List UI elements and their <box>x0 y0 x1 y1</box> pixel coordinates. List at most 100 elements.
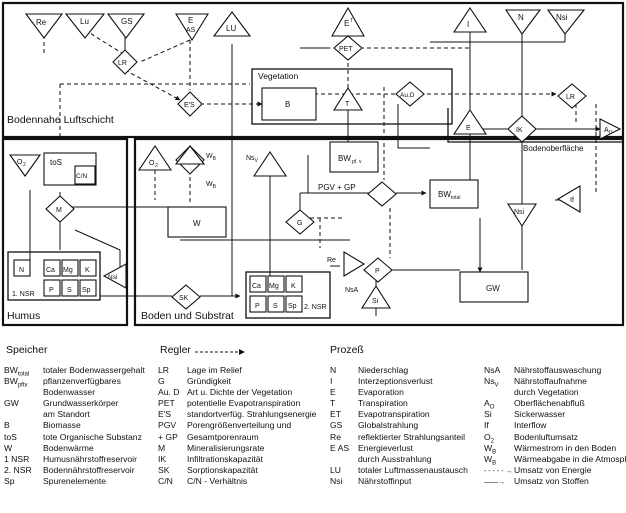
vegetation-frame <box>251 68 453 125</box>
svg-text:Ca: Ca <box>46 267 55 274</box>
aud-diamond: Au.D <box>395 81 425 107</box>
wb-up-triangle <box>174 145 206 165</box>
gw-storage: GW <box>459 271 529 303</box>
svg-text:2. NSR: 2. NSR <box>304 304 327 311</box>
svg-text:GS: GS <box>121 17 133 26</box>
svg-text:E: E <box>344 19 349 28</box>
atmosphere-frame <box>1 1 625 139</box>
svg-text:2: 2 <box>23 162 26 168</box>
legend-row: - - - - - →Umsatz von Energie <box>484 464 592 475</box>
svg-text:E'S: E'S <box>184 102 195 109</box>
if-triangle: If <box>556 185 581 213</box>
nsa-label: NsA <box>345 287 359 294</box>
svg-text:Si: Si <box>372 298 379 305</box>
svg-text:E: E <box>466 125 471 132</box>
lu-triangle: Lu <box>64 13 106 39</box>
es-diamond: E'S <box>177 91 203 117</box>
p-diamond: P <box>363 257 393 283</box>
legend-row: Bodenwasser <box>43 387 96 398</box>
svg-text:Lu: Lu <box>80 17 89 26</box>
wb2-label: WB <box>206 181 217 190</box>
svg-text:GW: GW <box>486 284 500 293</box>
svg-text:Mg: Mg <box>63 267 73 274</box>
svg-text:T: T <box>345 101 350 108</box>
svg-text:S: S <box>67 287 72 294</box>
lr-diamond-1: LR <box>112 49 138 75</box>
svg-text:Nsi: Nsi <box>556 13 568 22</box>
svg-text:SK: SK <box>179 295 189 302</box>
svg-text:N: N <box>518 13 524 22</box>
pgvgp-label: PGV + GP <box>318 183 356 192</box>
luu-triangle: LU <box>212 11 252 37</box>
humus-label: Humus <box>7 310 40 322</box>
svg-text:Mg: Mg <box>269 283 279 290</box>
svg-text:T: T <box>350 18 353 24</box>
legend-speicher-title: Speicher <box>6 344 48 356</box>
soil-label: Boden und Substrat <box>141 310 234 322</box>
svg-text:P: P <box>255 303 260 310</box>
cn-box: C/N <box>74 165 96 185</box>
svg-text:S: S <box>273 303 278 310</box>
ao-triangle <box>599 118 622 140</box>
svg-text:BW: BW <box>438 190 451 199</box>
svg-text:K: K <box>291 283 296 290</box>
ik-diamond: IK <box>507 115 537 143</box>
svg-text:IK: IK <box>516 127 523 134</box>
svg-text:LU: LU <box>226 24 236 33</box>
region-frames: Bodennahe Luftschicht Vegetation Bodenob… <box>1 1 625 327</box>
svg-text:Sp: Sp <box>82 287 91 294</box>
svg-text:If: If <box>570 197 574 204</box>
svg-text:B: B <box>285 100 290 109</box>
t-triangle: T <box>332 86 364 111</box>
controllers: LR PET E'S Au.D LR IK PGV + GP M G P SK <box>45 35 587 310</box>
svg-text:PET: PET <box>339 46 353 53</box>
svg-text:Re: Re <box>327 257 336 264</box>
svg-text:Re: Re <box>36 18 47 27</box>
pgvgp-diamond <box>367 181 397 207</box>
n-triangle: N <box>504 9 542 35</box>
svg-text:toS: toS <box>50 158 62 167</box>
svg-text:O: O <box>149 160 155 167</box>
svg-text:total: total <box>451 195 460 201</box>
connections <box>29 12 601 316</box>
gs-triangle: GS <box>106 13 146 39</box>
nsv-triangle <box>252 151 288 177</box>
